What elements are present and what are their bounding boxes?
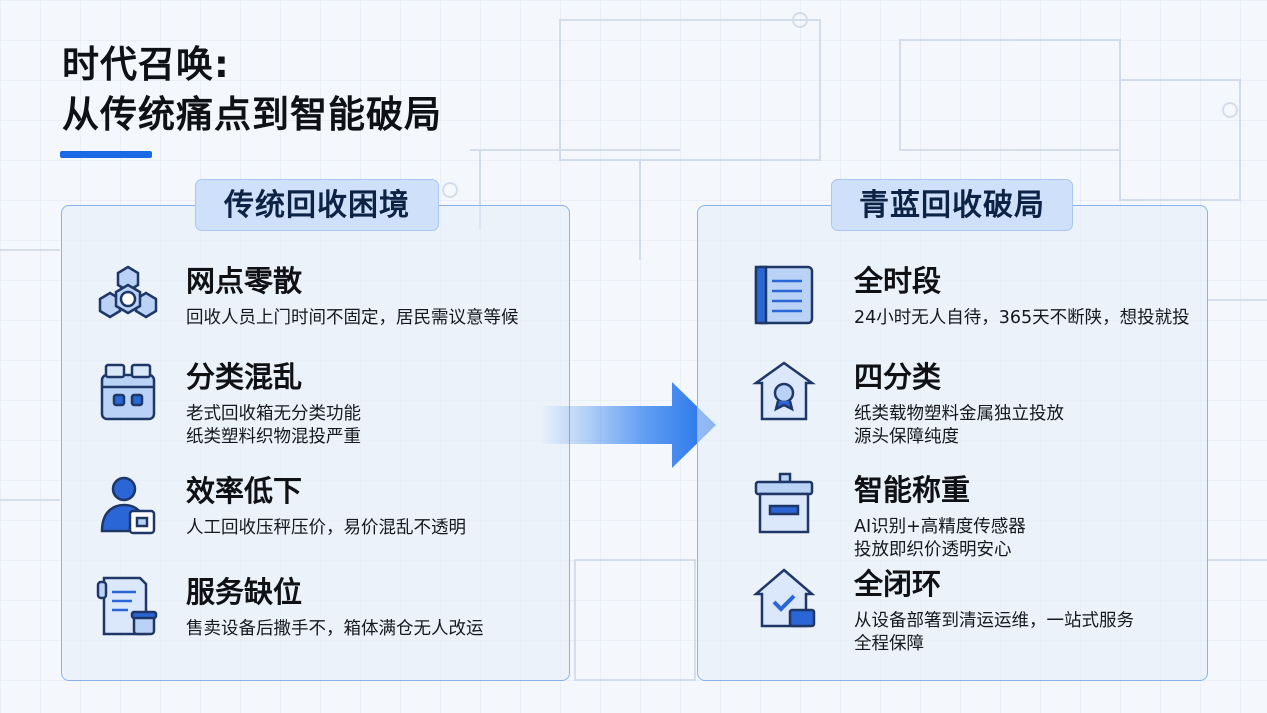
qinglan-panel-tag: 青蓝回收破局 (831, 179, 1073, 231)
item-desc: 老式回收箱无分类功能 (186, 404, 361, 424)
item-desc-2: 全程保障 (854, 634, 924, 654)
document-icon (96, 576, 158, 636)
title-line-2: 从传统痛点到智能破局 (62, 93, 442, 136)
item-heading: 智能称重 (854, 473, 971, 507)
transition-arrow-icon (540, 382, 716, 468)
item-desc: 回收人员上门时间不固定，居民需议意等候 (186, 308, 519, 328)
title-underline (60, 151, 152, 158)
home-check-icon (752, 568, 816, 628)
bin-icon (100, 363, 156, 421)
item-desc-2: 投放即织价透明安心 (854, 540, 1012, 560)
item-desc: AI识别+高精度传感器 (854, 517, 1026, 537)
traditional-panel-tag: 传统回收困境 (195, 179, 439, 231)
gear-network-icon (98, 265, 158, 319)
sort-house-icon (752, 361, 816, 421)
item-desc: 售卖设备后撒手不，箱体满仓无人改运 (186, 619, 484, 639)
title-line-1: 时代召唤: (62, 43, 230, 86)
item-heading: 效率低下 (186, 474, 303, 508)
item-desc: 人工回收压秤压价，易价混乱不透明 (186, 518, 466, 538)
item-heading: 四分类 (854, 360, 942, 394)
item-heading: 分类混乱 (186, 360, 303, 394)
item-desc: 从设备部箸到清运运维，一站式服务 (854, 611, 1134, 631)
item-heading: 全闭环 (854, 567, 942, 601)
item-heading: 全时段 (854, 264, 942, 298)
item-heading: 网点零散 (186, 264, 303, 298)
item-desc: 纸类载物塑料金属独立投放 (854, 404, 1064, 424)
item-desc-2: 源头保障纯度 (854, 427, 959, 447)
smart-box-icon (754, 472, 814, 534)
item-desc-2: 纸类塑料织物混投严重 (186, 427, 361, 447)
item-desc: 24小时无人自待，365天不断陕，想投就投 (854, 308, 1190, 328)
page-title: 时代召唤: 从传统痛点到智能破局 (62, 40, 442, 140)
item-heading: 服务缺位 (186, 575, 303, 609)
list-screen-icon (754, 265, 814, 325)
worker-icon (100, 476, 156, 535)
qinglan-panel: 青蓝回收破局 全时段 24小时无人自待，365天不断陕，想投就投 四分类 纸类载… (697, 179, 1208, 681)
traditional-panel: 传统回收困境 网点零散 回收人员上门时间不固定，居民需议意等候 (61, 179, 570, 681)
